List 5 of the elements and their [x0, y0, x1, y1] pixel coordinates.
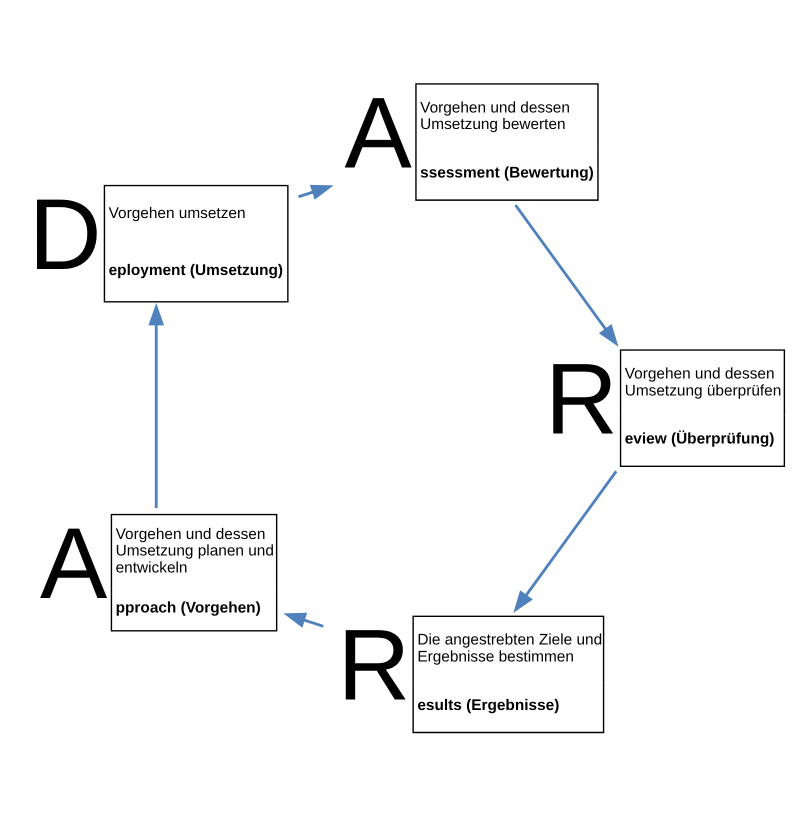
- arrow: [283, 612, 324, 628]
- arrow: [514, 204, 618, 346]
- arrow: [513, 470, 618, 612]
- arrow: [148, 302, 164, 508]
- arrow: [298, 184, 334, 200]
